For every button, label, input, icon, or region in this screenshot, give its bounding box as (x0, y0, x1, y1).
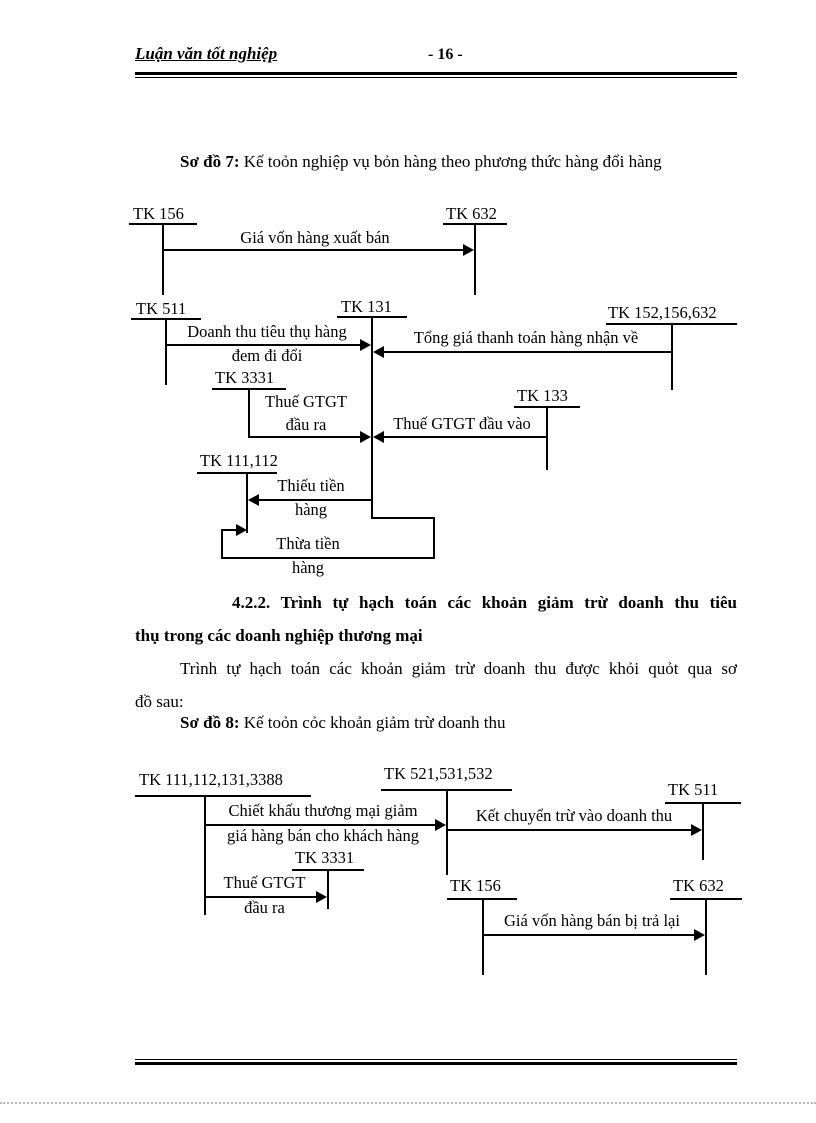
d7-account-tk131-label: TK 131 (341, 297, 392, 316)
d7-account-tk152-label: TK 152,156,632 (608, 303, 717, 322)
d7-flow-money-excess-left-line (221, 529, 223, 559)
d7-flow-total-payment-arrowhead (373, 346, 384, 358)
d7-flow-vat-input-line (383, 436, 546, 438)
d8-account-tk3331-label: TK 3331 (295, 848, 355, 867)
d8-account-tk3331-stem (327, 869, 329, 909)
diagram7-caption-text: Kế toỏn nghiệp vụ bỏn hàng theo phương t… (243, 152, 662, 171)
d7-flow-money-excess-entry-line (221, 529, 238, 531)
d8-flow-transfer-arrowhead (691, 824, 702, 836)
d8-account-tk111-underline (135, 795, 311, 797)
d7-flow-money-short-arrowhead (248, 494, 259, 506)
d7-flow-vat-input-arrowhead (373, 431, 384, 443)
diagram7-caption-label: Sơ đồ 7: (180, 152, 240, 171)
d7-flow-revenue-label-line1: Doanh thu tiêu thụ hàng (187, 322, 347, 341)
d7-flow-money-excess-bottom-line (221, 557, 435, 559)
d7-account-tk156-stem (162, 223, 164, 295)
d7-flow-money-short-line (258, 499, 371, 501)
d8-flow-discount-arrowhead (435, 819, 446, 831)
d7-account-tk3331-label: TK 3331 (215, 368, 275, 387)
d7-flow-vat-output-line (250, 436, 362, 438)
header-rule (135, 72, 737, 78)
page-number: - 16 - (428, 46, 463, 63)
d8-flow-discount-label-line1: Chiết khấu thương mại giảm (228, 801, 418, 820)
d8-flow-discount-label-line2: giá hàng bán cho khách hàng (227, 826, 419, 845)
d8-flow-cogs-returned-arrowhead (694, 929, 705, 941)
d7-flow-cogs-label: Giá vốn hàng xuất bán (240, 228, 390, 247)
d8-flow-cogs-returned-line (484, 934, 696, 936)
diagram7-caption: Sơ đồ 7: Kế toỏn nghiệp vụ bỏn hàng theo… (180, 152, 662, 172)
d7-flow-total-payment-label: Tổng giá thanh toán hàng nhận về (413, 328, 639, 347)
d7-flow-money-short-label-line2: hàng (294, 500, 328, 519)
d7-account-tk632-stem (474, 223, 476, 295)
d7-account-tk131-stem (371, 316, 373, 518)
d7-flow-money-excess-label-line2: hàng (291, 558, 325, 577)
header-title: Luận văn tốt nghiệp (135, 44, 278, 63)
d8-account-tk111-stem (204, 795, 206, 915)
d8-account-tk521-stem (446, 789, 448, 875)
d7-account-tk111-stem (246, 472, 248, 533)
d8-flow-vat-output-label-line2: đầu ra (244, 898, 285, 917)
d8-flow-cogs-returned-label: Giá vốn hàng bán bị trả lại (504, 911, 680, 930)
section-heading-line2: thụ trong các doanh nghiệp thương mại (135, 626, 423, 645)
d7-account-tk511-label: TK 511 (136, 299, 187, 318)
diagram8-caption-text: Kế toỏn cỏc khoản giảm trừ doanh thu (243, 713, 506, 732)
d8-account-tk521-label: TK 521,531,532 (384, 764, 493, 783)
d7-flow-total-payment-line (383, 351, 671, 353)
bottom-dotted-rule (0, 1102, 816, 1104)
section-heading-line1: 4.2.2. Trình tự hạch toán các khoản giảm… (232, 593, 737, 612)
d8-account-tk156-label: TK 156 (450, 876, 501, 895)
diagram8-caption: Sơ đồ 8: Kế toỏn cỏc khoản giảm trừ doan… (180, 713, 506, 733)
section-paragraph-line1: Trình tự hạch toán các khoản giảm trừ do… (180, 659, 737, 678)
d7-flow-money-excess-label-line1: Thừa tiền (276, 534, 340, 553)
d7-flow-money-excess-top-line (371, 517, 435, 519)
diagram8-caption-label: Sơ đồ 8: (180, 713, 240, 732)
d7-account-tk111-label: TK 111,112 (200, 451, 278, 470)
d7-flow-money-excess-right-line (433, 517, 435, 559)
section-paragraph-line2: đồ sau: (135, 692, 184, 711)
d8-account-tk156-stem (482, 898, 484, 975)
d7-flow-money-excess-arrowhead (236, 524, 247, 536)
d7-flow-cogs-arrowhead (463, 244, 474, 256)
d7-account-tk156-label: TK 156 (133, 204, 184, 223)
d8-flow-discount-line (206, 824, 437, 826)
d7-account-tk632-label: TK 632 (446, 204, 497, 223)
d8-account-tk632-label: TK 632 (673, 876, 724, 895)
d8-flow-vat-output-line (206, 896, 318, 898)
d7-flow-vat-output-arrowhead (360, 431, 371, 443)
d7-flow-revenue-line (167, 344, 362, 346)
d7-flow-cogs-line (164, 249, 465, 251)
d8-flow-vat-output-label-line1: Thuế GTGT (223, 873, 306, 892)
d7-account-tk511-stem (165, 318, 167, 385)
d7-account-tk133-stem (546, 406, 548, 470)
d7-flow-vat-output-label-line1: Thuế GTGT (264, 392, 348, 411)
d7-account-tk111-underline (197, 472, 277, 474)
d8-flow-vat-output-arrowhead (316, 891, 327, 903)
d8-account-tk511-label: TK 511 (668, 780, 719, 799)
d7-flow-vat-input-label: Thuế GTGT đầu vào (393, 414, 531, 433)
d8-account-tk111-label: TK 111,112,131,3388 (139, 770, 283, 789)
d7-flow-money-short-label-line1: Thiếu tiền (277, 476, 345, 495)
d8-account-tk511-stem (702, 802, 704, 860)
d7-account-tk3331-stem (248, 388, 250, 438)
d7-flow-revenue-label-line2: đem đi đổi (231, 346, 303, 365)
d8-account-tk632-stem (705, 898, 707, 975)
d8-flow-transfer-label: Kết chuyển trừ vào doanh thu (475, 806, 673, 825)
d7-account-tk152-stem (671, 323, 673, 390)
d7-account-tk133-label: TK 133 (517, 386, 568, 405)
footer-rule (135, 1059, 737, 1065)
d8-flow-transfer-line (448, 829, 693, 831)
d7-flow-vat-output-label-line2: đầu ra (285, 415, 327, 434)
d7-flow-revenue-arrowhead (360, 339, 371, 351)
